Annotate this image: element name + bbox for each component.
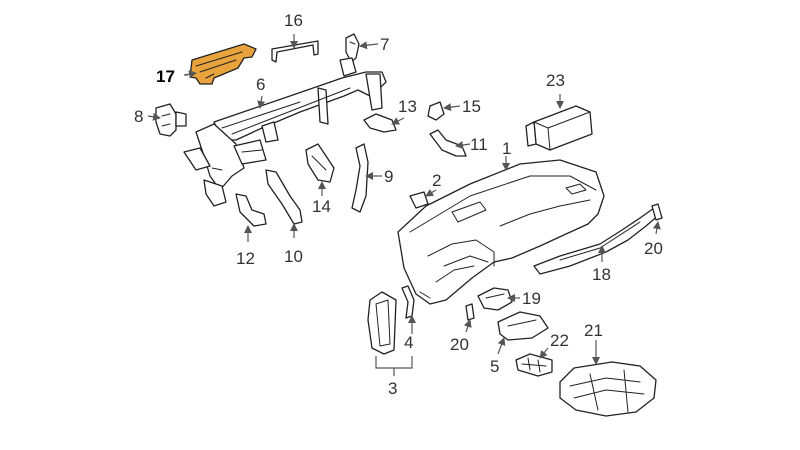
part-23-airbag[interactable] bbox=[525, 105, 593, 151]
callout-7: 7 bbox=[380, 35, 389, 54]
leader-lines bbox=[147, 34, 661, 376]
callout-labels: 16 17 7 6 8 13 15 11 23 1 9 2 14 10 12 2… bbox=[134, 11, 663, 398]
callout-9: 9 bbox=[384, 167, 393, 186]
callout-18: 18 bbox=[592, 265, 611, 284]
callout-17: 17 bbox=[156, 67, 175, 86]
part-9[interactable] bbox=[351, 143, 369, 213]
part-8[interactable] bbox=[155, 103, 187, 137]
part-21-glove-box[interactable] bbox=[559, 361, 657, 417]
callout-20-left: 20 bbox=[450, 335, 469, 354]
part-1-instrument-panel[interactable] bbox=[397, 159, 605, 305]
part-13[interactable] bbox=[363, 113, 397, 133]
part-4[interactable] bbox=[401, 285, 415, 319]
callout-2: 2 bbox=[432, 171, 441, 190]
part-11[interactable] bbox=[429, 129, 467, 157]
callout-10: 10 bbox=[284, 247, 303, 266]
callout-14: 14 bbox=[312, 197, 331, 216]
callout-22: 22 bbox=[550, 331, 569, 350]
part-15[interactable] bbox=[427, 101, 445, 121]
callout-3: 3 bbox=[388, 379, 397, 398]
callout-12: 12 bbox=[236, 249, 255, 268]
callout-21: 21 bbox=[584, 321, 603, 340]
part-20-left-clip[interactable] bbox=[465, 303, 475, 321]
callout-23: 23 bbox=[546, 71, 565, 90]
part-6-crossmember[interactable] bbox=[183, 57, 387, 207]
part-16[interactable] bbox=[271, 40, 319, 63]
part-14[interactable] bbox=[305, 143, 335, 183]
callout-20-right: 20 bbox=[644, 239, 663, 258]
callout-8: 8 bbox=[134, 107, 143, 126]
part-5[interactable] bbox=[497, 311, 549, 341]
part-19[interactable] bbox=[477, 287, 513, 311]
part-20-right-clip[interactable] bbox=[651, 203, 663, 221]
callout-19: 19 bbox=[522, 289, 541, 308]
callout-6: 6 bbox=[256, 75, 265, 94]
callout-16: 16 bbox=[284, 11, 303, 30]
part-7[interactable] bbox=[345, 33, 360, 63]
part-3-side-panel[interactable] bbox=[367, 291, 397, 355]
callout-1: 1 bbox=[502, 139, 511, 158]
callout-13: 13 bbox=[398, 97, 417, 116]
callout-4: 4 bbox=[404, 333, 413, 352]
part-12[interactable] bbox=[235, 193, 267, 227]
part-2[interactable] bbox=[409, 191, 429, 209]
part-22[interactable] bbox=[515, 353, 553, 377]
callout-11: 11 bbox=[470, 135, 488, 154]
callout-15: 15 bbox=[462, 97, 481, 116]
part-10[interactable] bbox=[265, 169, 303, 225]
callout-5: 5 bbox=[490, 357, 499, 376]
part-17-highlighted[interactable] bbox=[189, 43, 257, 85]
